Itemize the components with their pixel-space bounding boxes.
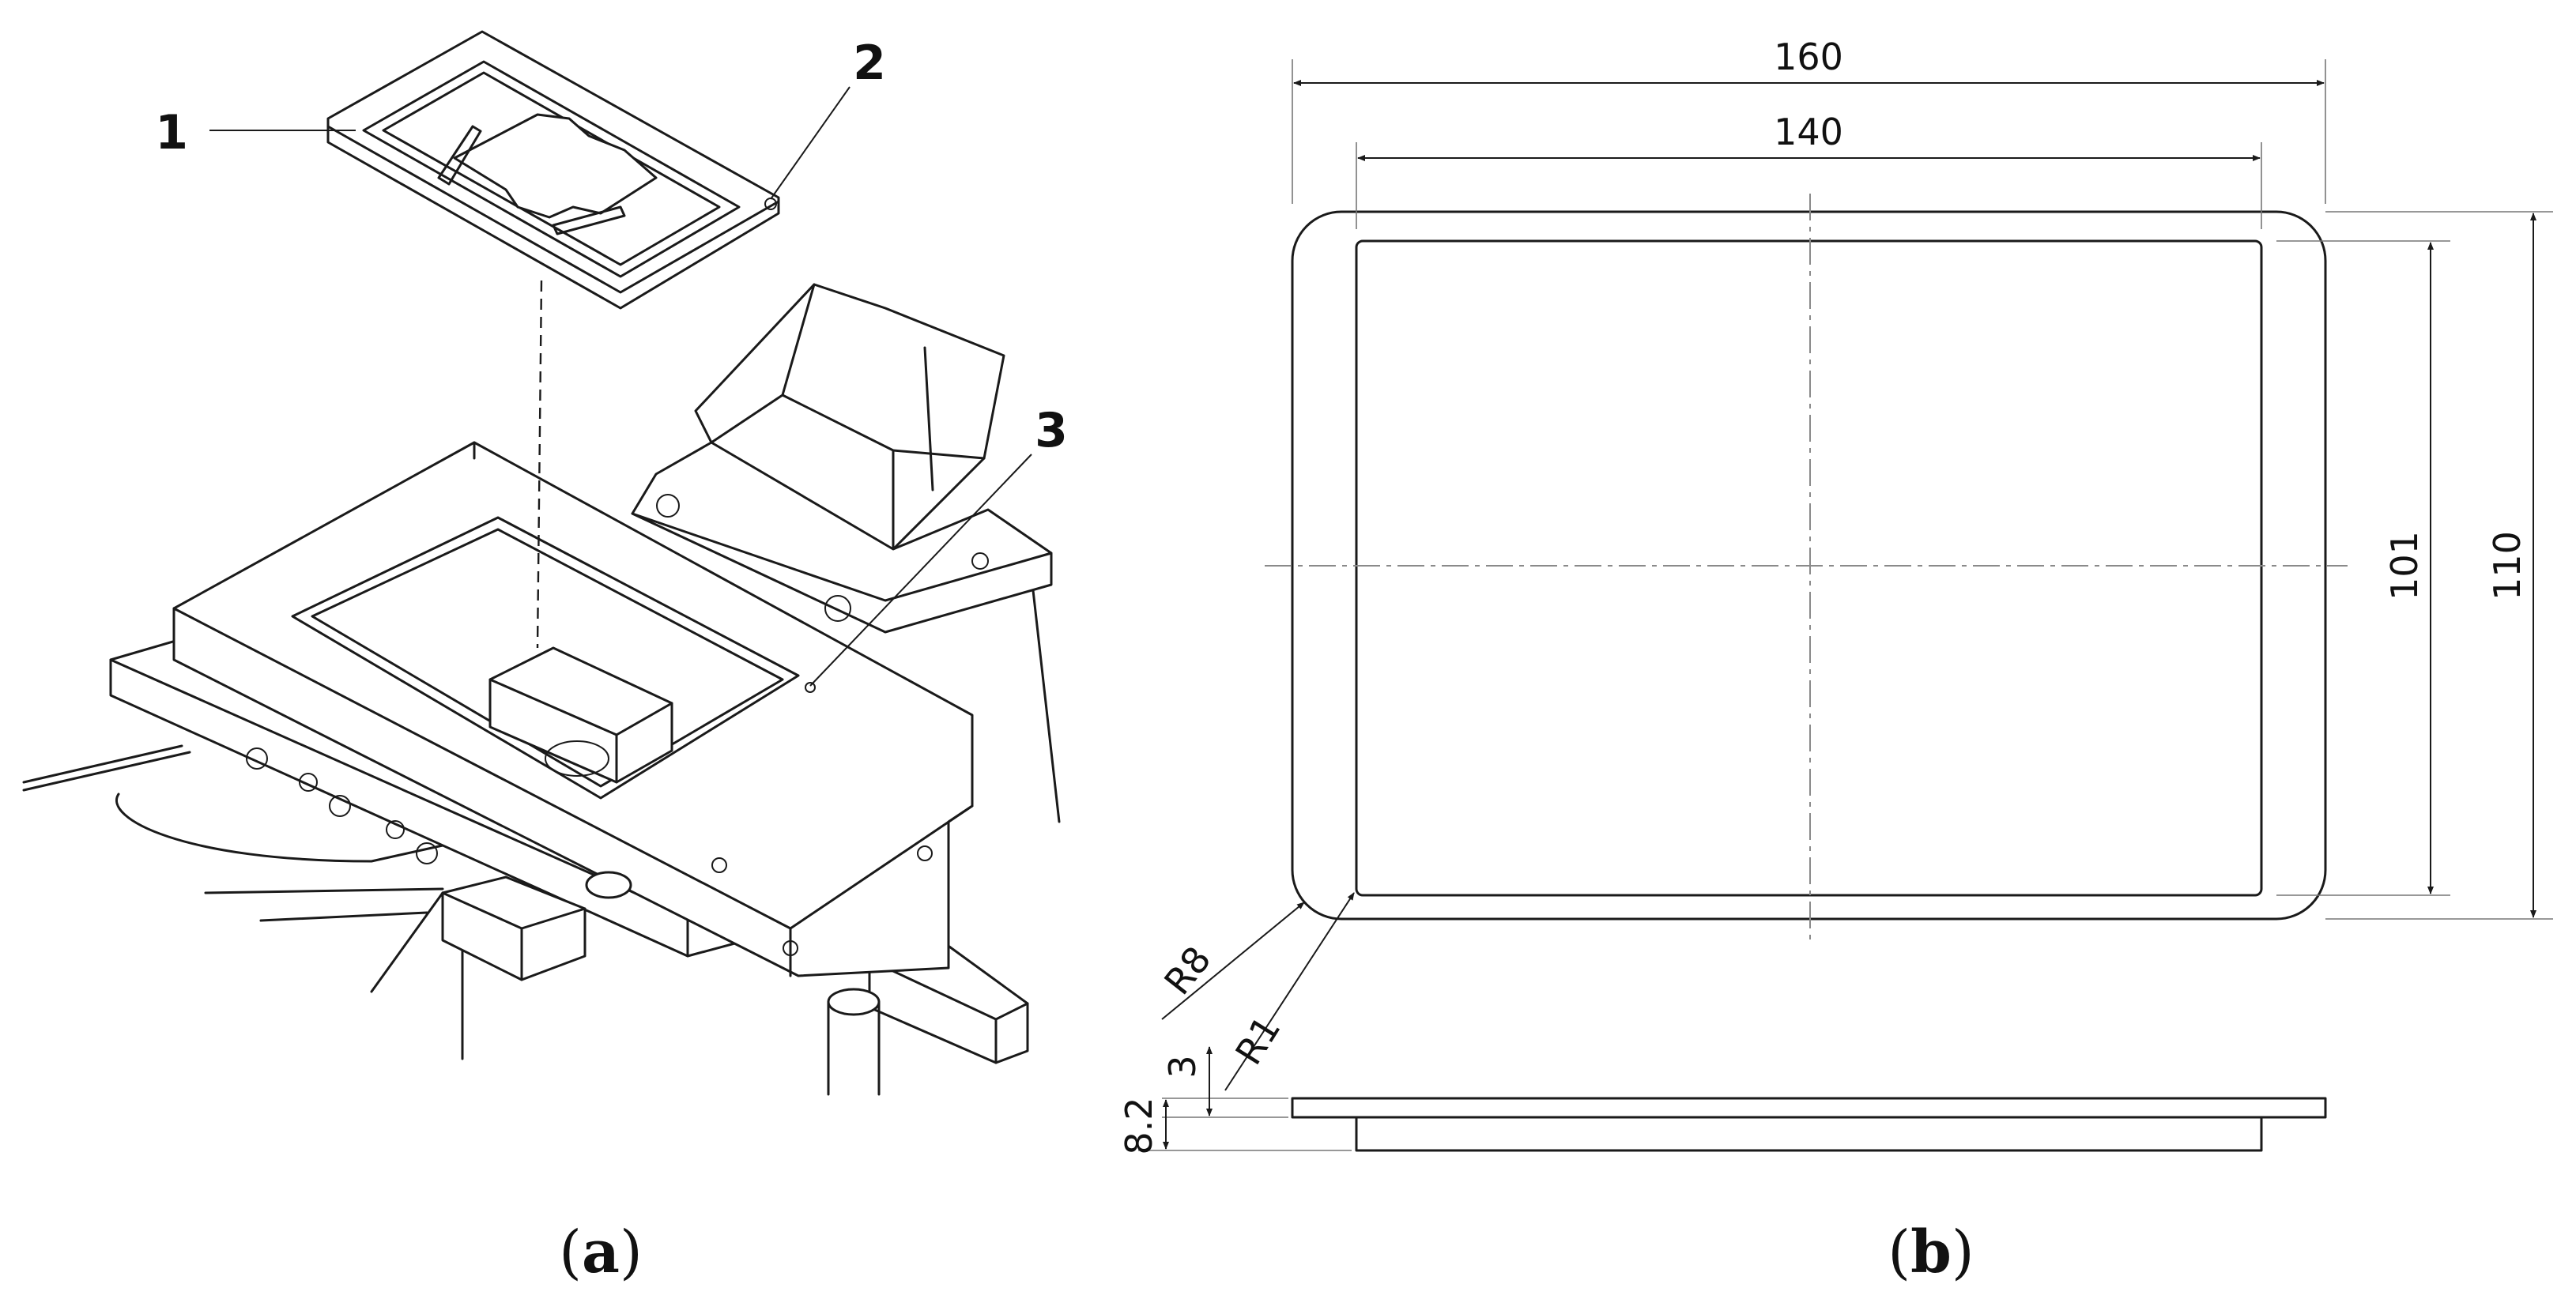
callout-3: 3 <box>1035 403 1068 458</box>
dim-label-101: 101 <box>2383 531 2426 601</box>
callout-leader-3 <box>809 454 1032 687</box>
caption-b-letter: b <box>1910 1218 1952 1286</box>
callout-2: 2 <box>853 36 886 91</box>
radius-leader-r1 <box>1224 892 1355 1091</box>
plate-inner-outline <box>1355 239 2263 897</box>
caption-b-close: ) <box>1952 1218 1974 1286</box>
caption-a-letter: a <box>582 1218 620 1286</box>
objective-housing <box>631 283 1053 634</box>
dim-label-110: 110 <box>2486 531 2529 601</box>
alignment-line <box>536 280 543 649</box>
insert-plate <box>326 30 780 310</box>
radius-label-r8: R8 <box>1156 938 1219 1002</box>
caption-a-close: ) <box>620 1218 643 1286</box>
caption-b: (b) <box>1888 1218 1974 1286</box>
callout-1: 1 <box>155 105 188 160</box>
stage-knob <box>441 871 632 981</box>
stage-plate <box>172 441 974 977</box>
side-view-flange <box>1291 1097 2327 1119</box>
dim-label-160: 160 <box>1774 36 1843 78</box>
caption-a: (a) <box>559 1218 643 1286</box>
dim-label-140: 140 <box>1774 111 1843 153</box>
radius-label-r1: R1 <box>1227 1008 1288 1072</box>
caption-a-open: ( <box>559 1218 582 1286</box>
dim-label-8-2: 8.2 <box>1118 1097 1160 1154</box>
plate-outer-outline <box>1291 210 2327 921</box>
panel-b: 160 140 101 110 R8 R1 3 8.2 (b) <box>1118 36 2553 1286</box>
side-view-body <box>1355 1116 2263 1152</box>
callout-leader-2 <box>770 86 850 200</box>
dim-label-3: 3 <box>1161 1055 1204 1078</box>
panel-a: 1 2 3 (a) <box>22 30 1068 1286</box>
caption-b-open: ( <box>1888 1218 1910 1286</box>
radius-leader-r8 <box>1161 902 1305 1020</box>
